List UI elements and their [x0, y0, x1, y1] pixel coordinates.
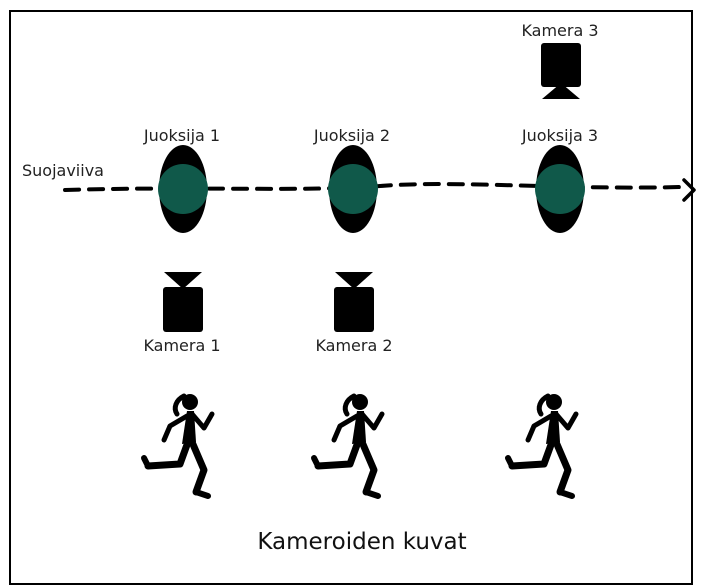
camera-label-2: Kamera 2	[315, 336, 393, 355]
diagram-canvas	[63, 43, 696, 566]
camera-1-icon	[163, 272, 203, 332]
runner-marker-2	[328, 145, 378, 233]
runner-silhouette-3	[508, 394, 576, 496]
runner-label-2: Juoksija 2	[313, 126, 391, 145]
runner-label-3: Juoksija 3	[521, 126, 599, 145]
protective-line-label: Suojaviiva	[22, 161, 104, 180]
runner-silhouette-2	[314, 394, 382, 496]
camera-3-icon	[541, 43, 581, 99]
runner-label-1: Juoksija 1	[143, 126, 221, 145]
camera-label-1: Kamera 1	[143, 336, 221, 355]
camera-label-3: Kamera 3	[521, 21, 599, 40]
runner-marker-3	[535, 145, 585, 233]
runner-marker-1	[158, 145, 208, 233]
arrow-head-icon	[682, 178, 696, 202]
runner-silhouette-1	[144, 394, 212, 496]
caption: Kameroiden kuvat	[257, 529, 467, 555]
camera-2-icon	[334, 272, 374, 332]
